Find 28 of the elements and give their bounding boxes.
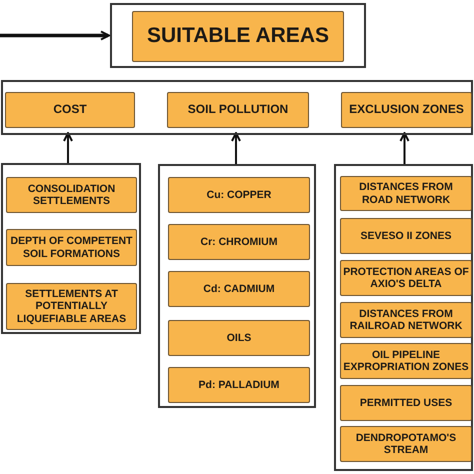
- group-frame: [1, 163, 141, 334]
- criterion-box: DISTANCES FROM ROAD NETWORK: [340, 176, 472, 211]
- group-frame: [1, 80, 473, 135]
- criterion-box: COST: [5, 92, 135, 128]
- arrow: [400, 132, 410, 164]
- criterion-box: PROTECTION AREAS OF AXIO'S DELTA: [340, 260, 472, 296]
- criterion-box: Cd: CADMIUM: [168, 271, 310, 307]
- criterion-box: CONSOLIDATION SETTLEMENTS: [6, 177, 137, 213]
- group-frame: [158, 164, 316, 408]
- criterion-box: SEVESO II ZONES: [340, 218, 472, 254]
- criterion-box: DENDROPOTAMO'S STREAM: [340, 426, 472, 462]
- group-frame: [334, 164, 473, 471]
- criterion-box: Cu: COPPER: [168, 177, 310, 213]
- arrow: [0, 30, 110, 40]
- arrow: [231, 132, 241, 164]
- criterion-box: PERMITTED USES: [340, 385, 472, 421]
- arrow: [63, 132, 73, 163]
- criterion-box: OIL PIPELINE EXPROPRIATION ZONES: [340, 343, 472, 379]
- group-frame: [110, 3, 366, 68]
- criterion-box: DISTANCES FROM RAILROAD NETWORK: [340, 302, 472, 338]
- criterion-box: Cr: CHROMIUM: [168, 224, 310, 260]
- criterion-box: EXCLUSION ZONES: [341, 92, 472, 128]
- criterion-box: Pd: PALLADIUM: [168, 367, 310, 403]
- criterion-box: SOIL POLLUTION: [167, 92, 309, 128]
- title-box: SUITABLE AREAS: [132, 11, 344, 62]
- criterion-box: DEPTH OF COMPETENT SOIL FORMATIONS: [6, 229, 137, 266]
- criterion-box: OILS: [168, 320, 310, 356]
- criterion-box: SETTLEMENTS AT POTENTIALLY LIQUEFIABLE AREAS: [6, 283, 137, 330]
